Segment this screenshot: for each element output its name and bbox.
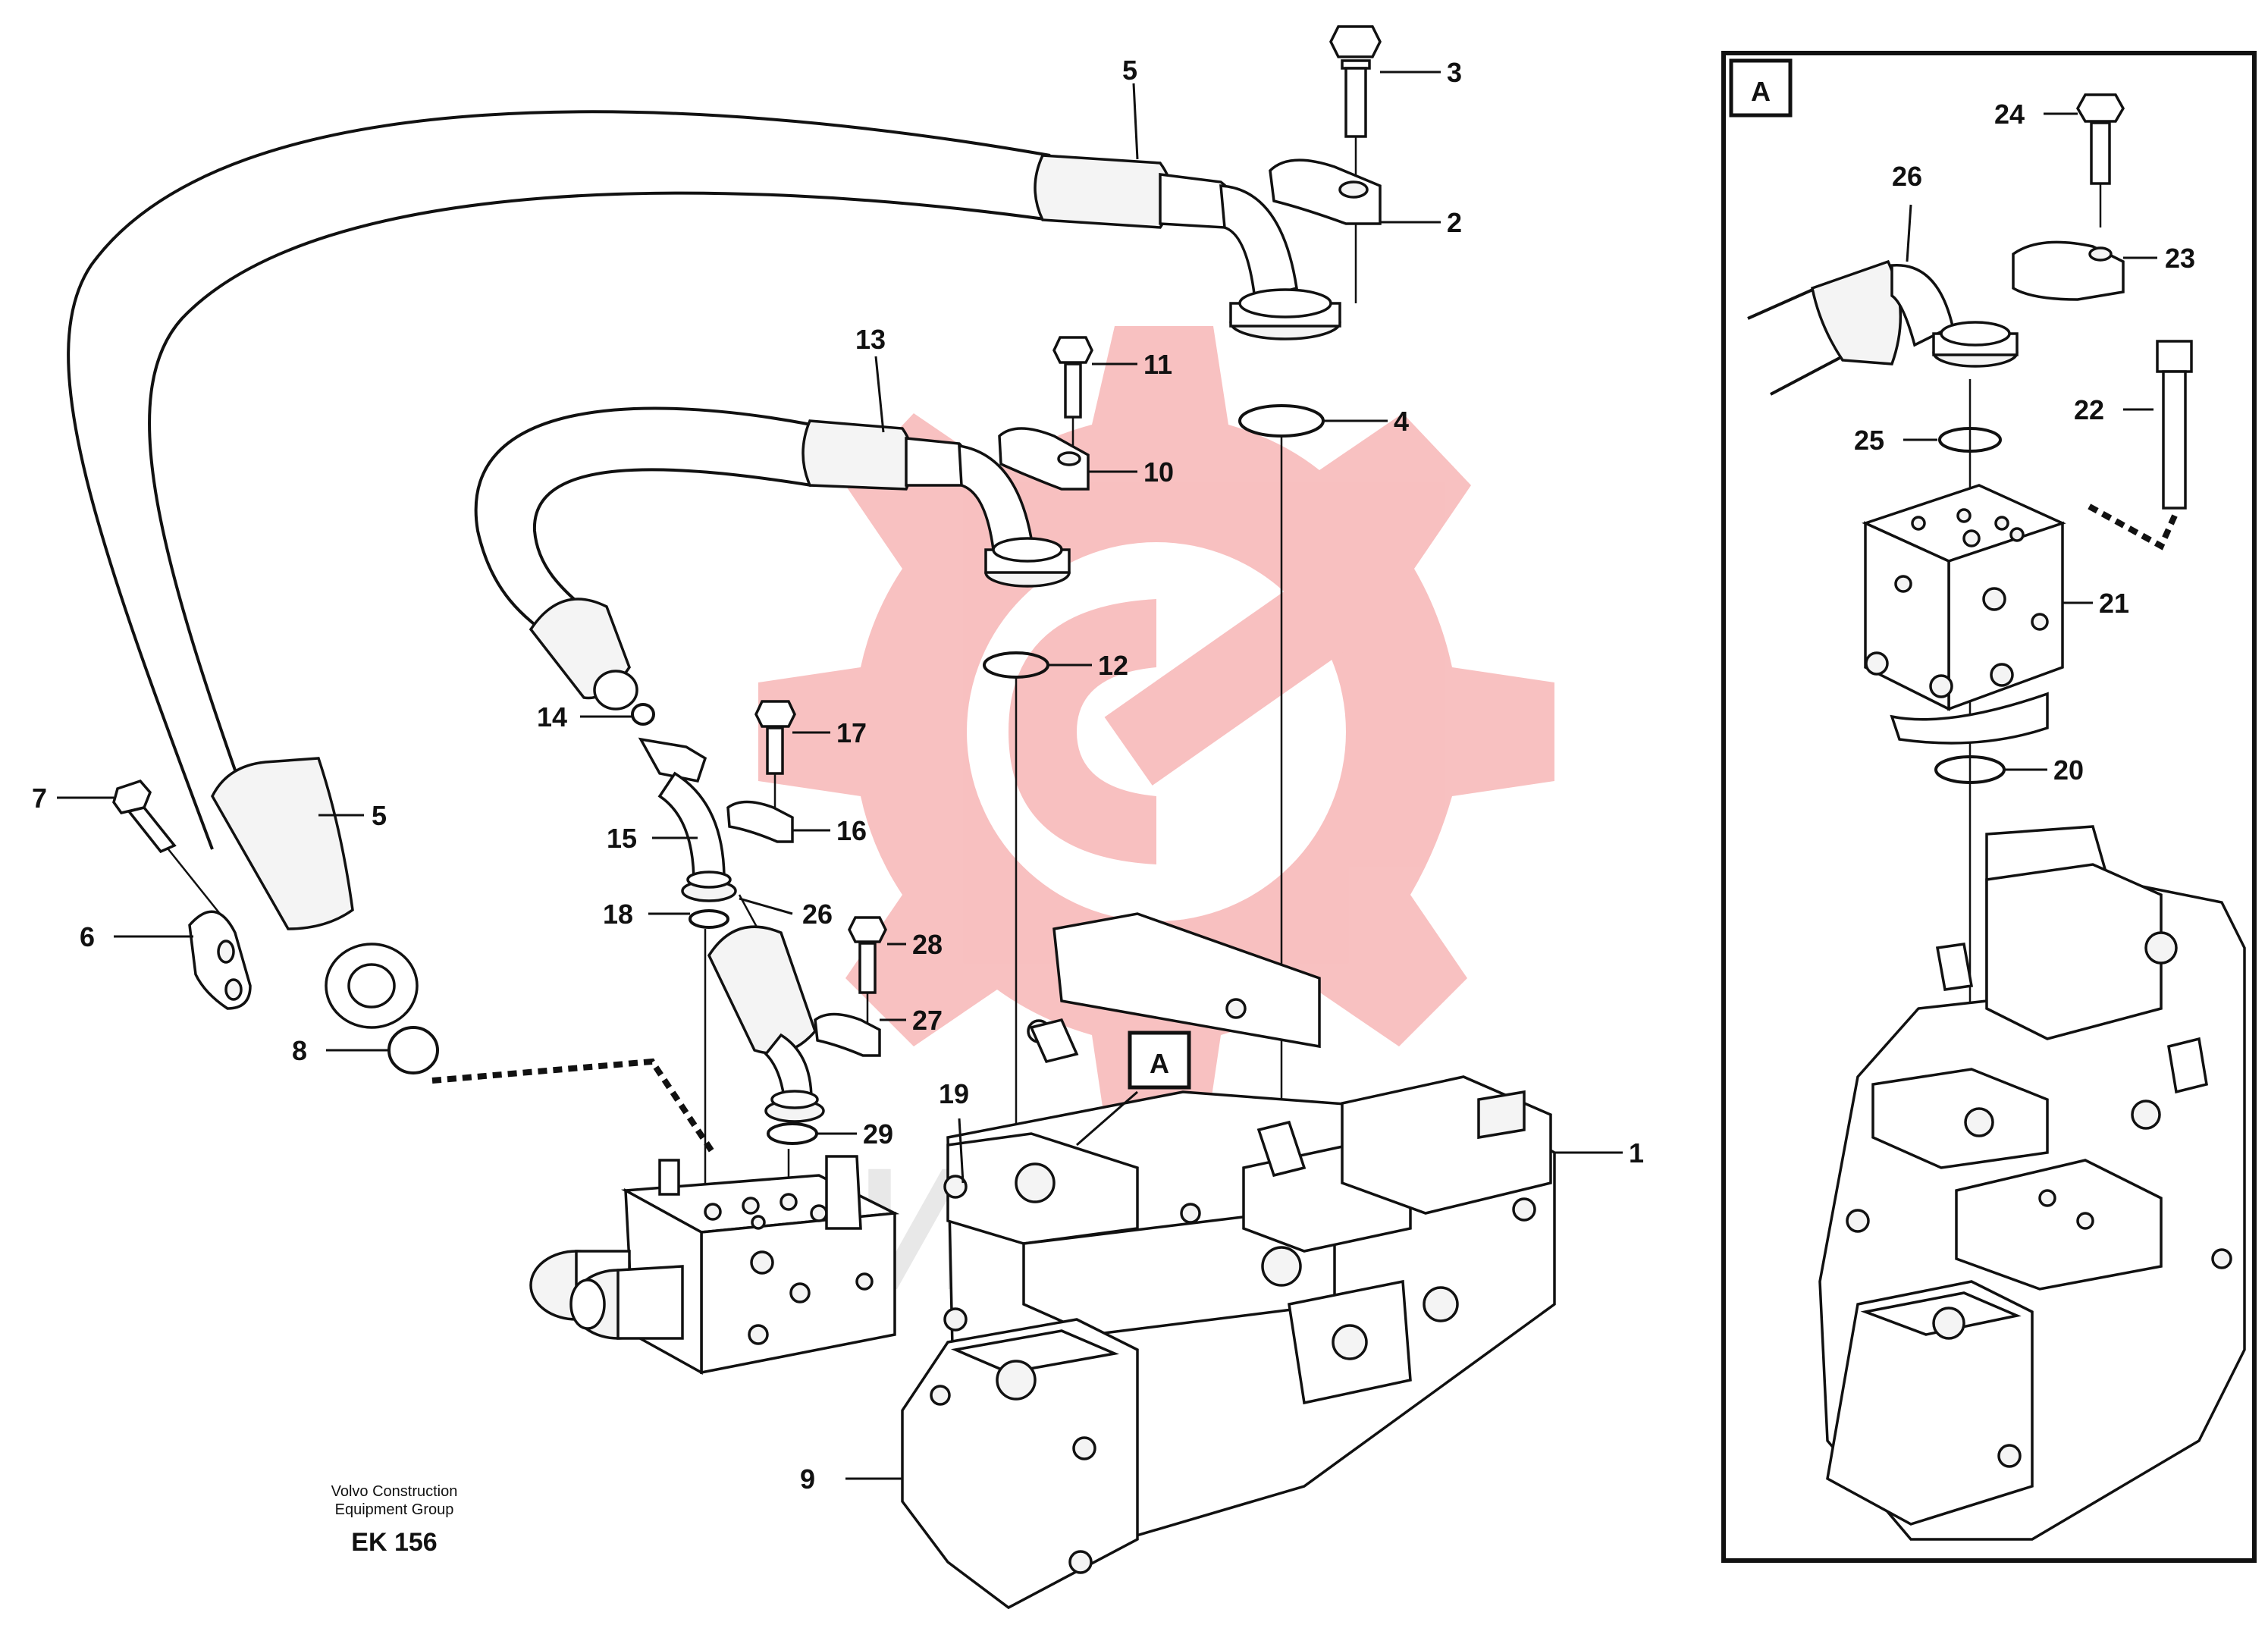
part-number-26-main: 26 — [802, 899, 833, 930]
bolt-28 — [848, 916, 887, 1027]
detail-bolt-24 — [2075, 93, 2125, 227]
part-number-14: 14 — [537, 701, 567, 733]
callout-leaders — [57, 71, 2157, 1480]
manufacturer-label: Volvo Construction Equipment Group — [288, 1482, 500, 1519]
hose-26-main — [707, 894, 825, 1123]
o-ring-29 — [767, 1122, 818, 1145]
part-number-8: 8 — [292, 1035, 307, 1066]
part-number-24: 24 — [1994, 99, 2025, 130]
detail-valve-bank — [1818, 825, 2246, 1541]
long-hose — [67, 110, 1341, 1074]
part-number-29: 29 — [863, 1118, 893, 1150]
part-number-13: 13 — [855, 324, 886, 355]
bolt-3 — [1329, 25, 1382, 303]
part-number-22: 22 — [2074, 394, 2104, 425]
part-number-1: 1 — [1629, 1137, 1644, 1169]
watermark-wrench-icon — [1009, 599, 1156, 864]
o-ring-4 — [1238, 404, 1325, 438]
callout-numbers: 1 2 3 4 5 5 6 7 8 9 10 11 12 13 14 15 16… — [32, 55, 2195, 1495]
adapter-15 — [638, 737, 737, 902]
clamp-6 — [188, 910, 252, 1010]
part-number-19: 19 — [939, 1078, 969, 1109]
part-number-23: 23 — [2165, 243, 2195, 274]
part-number-9: 9 — [800, 1463, 815, 1495]
detail-marker-letter: A — [1150, 1048, 1169, 1079]
hose-13 — [474, 406, 1071, 726]
part-number-10: 10 — [1143, 456, 1174, 488]
part-number-4: 4 — [1394, 406, 1409, 437]
part-number-28: 28 — [912, 929, 943, 960]
clamp-16 — [726, 800, 794, 843]
part-number-3: 3 — [1447, 57, 1462, 88]
part-number-12: 12 — [1098, 650, 1128, 681]
part-number-15: 15 — [607, 823, 637, 854]
manufacturer-line-1: Volvo Construction — [331, 1483, 458, 1500]
part-number-25: 25 — [1854, 425, 1884, 456]
part-number-17: 17 — [836, 717, 867, 748]
part-number-5-left: 5 — [372, 800, 387, 831]
detail-hose — [1747, 259, 2019, 396]
detail-marker-box — [1128, 1031, 1191, 1090]
part-number-27: 27 — [912, 1005, 943, 1036]
part-number-16: 16 — [836, 815, 867, 846]
bolt-7 — [112, 779, 221, 914]
part-number-20: 20 — [2053, 754, 2084, 786]
detail-view-letter: A — [1751, 76, 1771, 107]
part-number-18: 18 — [603, 899, 633, 930]
detail-block-21 — [1862, 484, 2066, 745]
detail-view-frame — [1721, 51, 2257, 1563]
clamp-2 — [1269, 158, 1382, 225]
clamp-27 — [814, 1012, 881, 1057]
part-number-6: 6 — [80, 921, 95, 952]
detail-bolt-22 — [2156, 340, 2193, 510]
detail-view-letter-box — [1729, 58, 1793, 118]
detail-clamp-23 — [2012, 240, 2125, 301]
watermark-gear — [758, 326, 1554, 1137]
main-valve-bank — [901, 912, 1556, 1610]
left-valve-block — [529, 1155, 900, 1375]
o-ring-18 — [689, 909, 729, 929]
part-number-7: 7 — [32, 783, 47, 814]
part-number-21: 21 — [2099, 588, 2129, 619]
clamp-10 — [998, 427, 1090, 491]
part-number-2: 2 — [1447, 207, 1462, 238]
diagram-code: EK 156 — [351, 1528, 438, 1557]
bolt-11 — [1052, 336, 1093, 463]
part-number-5-top: 5 — [1122, 55, 1137, 86]
part-number-26-detail: 26 — [1892, 161, 1922, 192]
bolt-17 — [754, 700, 796, 815]
part-number-11: 11 — [1143, 349, 1172, 380]
manufacturer-line-2: Equipment Group — [334, 1501, 454, 1518]
